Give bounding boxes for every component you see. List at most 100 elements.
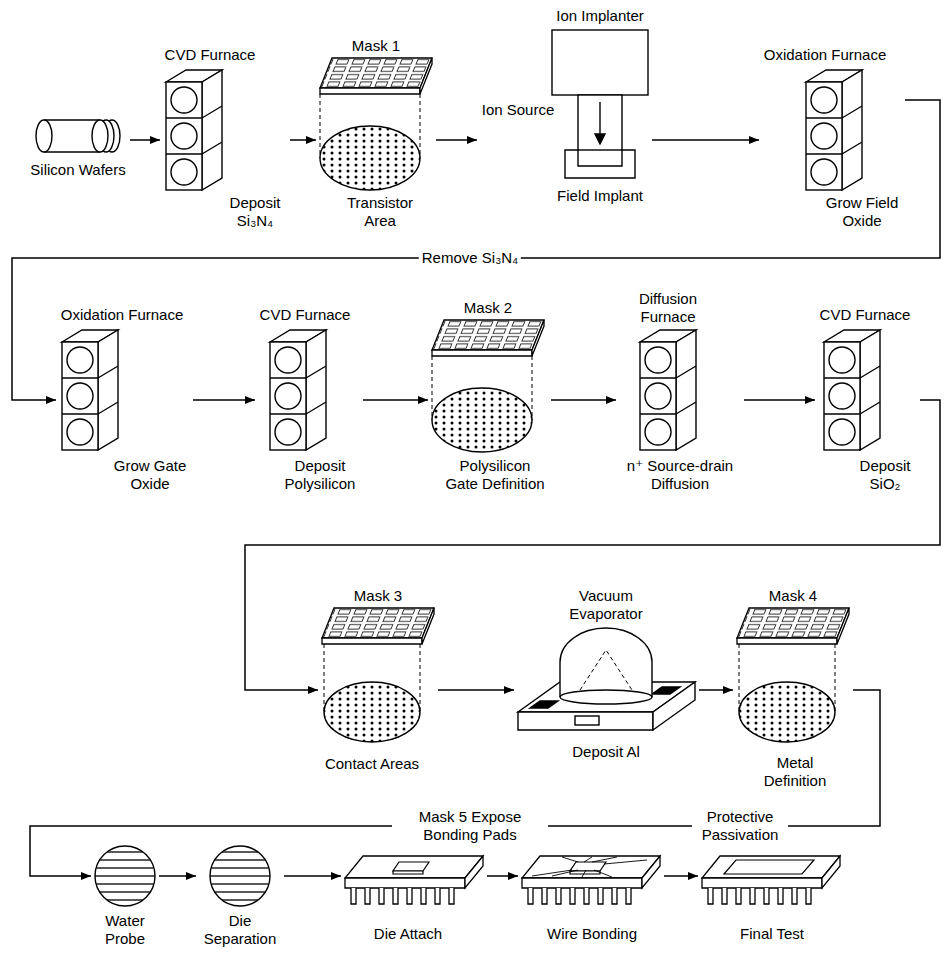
package-lid [724,860,814,874]
mask-symbol [322,608,434,644]
flow-arrow [130,139,160,141]
step-text: Mask 2 [464,299,512,317]
step-text: CVD Furnace [165,46,256,64]
package-symbol [345,856,483,904]
projection-line [835,644,836,712]
evaporator-port [575,716,599,725]
package-symbol [702,856,840,904]
wafer [739,682,835,742]
furnace-symbol [640,330,696,450]
furnace-symbol [62,330,118,450]
step-text: Grow Gate Oxide [111,457,189,493]
wafer [324,682,420,742]
flow-arrow [487,875,518,877]
process-step: Mask 3 Contact Areas [318,583,438,777]
ingot-edge [44,119,100,120]
process-step: Mask 1Transistor Area [316,33,436,234]
flow-arrow [699,689,733,691]
projection-line [420,644,421,712]
mask-symbol [737,608,849,644]
step-text: Silicon Wafers [30,161,125,179]
probed-wafer [95,846,155,906]
process-step: Oxidation FurnaceGrow Gate Oxide [56,302,193,497]
step-text: Deposit Polysilicon [281,457,359,493]
step-text: Die Separation [200,912,280,948]
flow-arrow [284,875,341,877]
flow-arrow [245,400,940,690]
process-step: Final Test [698,852,844,947]
flow-arrow [363,399,428,401]
wafer-slice [92,120,108,152]
process-step: Diffusion Furnacen⁺ Source-drain Diffusi… [616,286,744,497]
projection-line [320,94,321,158]
process-step: CVD FurnaceDeposit Si₃N₄ [160,42,290,234]
furnace-symbol [166,70,222,190]
step-text: Oxidation Furnace [764,46,887,64]
evaporation-cone [580,650,632,690]
bonded-die [532,857,647,877]
flow-arrow [664,875,698,877]
step-text: CVD Furnace [260,306,351,324]
projection-line [532,356,533,420]
ion-source [552,30,648,95]
furnace-symbol [270,330,326,450]
process-step: Die Attach [341,852,487,947]
evaporator-slot [652,687,680,694]
wafers [320,126,835,742]
step-text: Deposit Si₃N₄ [224,194,286,230]
bell-jar-rim [560,690,652,704]
wafer [320,126,420,190]
ion-implanter [552,30,648,178]
mask-symbol [432,320,544,356]
die [393,862,429,871]
beam-column [578,95,622,150]
flow-arrow [436,139,477,141]
flow-arrow [438,689,514,691]
flow-arrow [551,399,616,401]
line-label: Mask 5 Expose Bonding Pads [392,808,548,844]
process-step: Oxidation FurnaceGrow Field Oxide [759,42,905,234]
step-text: Deposit Al [572,743,640,761]
furnace-symbol [806,70,862,190]
step-text: Ion Source [482,101,555,119]
attached-die [393,862,429,874]
step-text: Final Test [740,925,804,943]
flow-arrow [193,399,255,401]
evaporator-slot [530,701,558,708]
step-text: Diffusion Furnace [628,290,708,326]
step-text: Wire Bonding [547,925,637,943]
test-wafers [95,846,270,906]
step-text: Mask 3 [354,587,402,605]
edge-label: Remove Si₃N₄ [419,249,521,267]
process-step: Wire Bonding [518,852,664,947]
process-step: Silicon Wafers [26,114,130,183]
step-text: Deposit SiO₂ [854,457,916,493]
flow-arrow [12,100,940,400]
die [570,862,606,871]
step-text: Ion Implanter [556,7,644,25]
ingot-edge [44,151,100,152]
process-step: CVD FurnaceDeposit SiO₂ [815,302,920,497]
package-symbol [522,856,660,904]
step-text: Oxidation Furnace [61,306,184,324]
wafer-ingot [36,120,120,152]
beam-line [599,102,600,136]
vacuum-evaporator [518,628,695,730]
wafer [432,388,532,452]
bell-jar [560,628,652,697]
target-stage [565,150,635,178]
step-text: Die Attach [374,925,442,943]
step-text: Field Implant [557,187,643,205]
bond-wires [532,857,647,877]
process-step: Vacuum EvaporatorDeposit Al [514,583,699,765]
projection-line [420,94,421,158]
flow-arrow [744,399,815,401]
evaporator-base-side [653,682,695,730]
step-text: CVD Furnace [820,306,911,324]
process-step: Die Separation [196,842,284,952]
process-step: Mask 2Polysilicon Gate Definition [428,295,551,497]
connectors [12,100,940,876]
process-step: Ion ImplanterIon SourceField Implant [477,3,652,209]
step-text: Contact Areas [325,755,419,773]
